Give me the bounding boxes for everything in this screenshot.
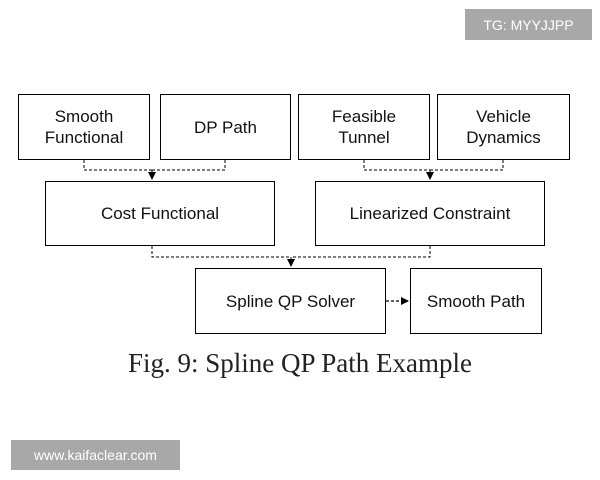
feasible-tunnel-label: Feasible Tunnel	[331, 107, 397, 147]
smooth-functional-label: Smooth Functional	[44, 107, 124, 147]
watermark-top-text: TG: MYYJJPP	[483, 16, 574, 33]
vehicle-dynamics-box: Vehicle Dynamics	[437, 94, 570, 160]
connector-feasible-tunnel	[363, 160, 430, 171]
watermark-bottom: www.kaifaclear.com	[11, 440, 180, 470]
connector-cost-functional	[151, 246, 291, 258]
figure-caption: Fig. 9: Spline QP Path Example	[128, 348, 472, 378]
connector-dp-path	[152, 160, 226, 171]
feasible-tunnel-box: Feasible Tunnel	[298, 94, 430, 160]
dp-path-label: DP Path	[193, 117, 257, 137]
dp-path-box: DP Path	[160, 94, 291, 160]
smooth-path-label: Smooth Path	[426, 291, 526, 311]
linearized-constraint-box: Linearized Constraint	[315, 181, 545, 246]
smooth-functional-box: Smooth Functional	[18, 94, 150, 160]
vehicle-dynamics-label: Vehicle Dynamics	[466, 107, 541, 147]
watermark-top: TG: MYYJJPP	[465, 9, 592, 40]
connector-linearized-constraint	[291, 246, 431, 258]
spline-qp-solver-box: Spline QP Solver	[195, 268, 386, 334]
smooth-path-box: Smooth Path	[410, 268, 542, 334]
cost-functional-label: Cost Functional	[100, 204, 220, 223]
connector-smooth-functional	[83, 160, 152, 171]
cost-functional-box: Cost Functional	[45, 181, 275, 246]
spline-qp-solver-label: Spline QP Solver	[225, 291, 356, 311]
connector-vehicle-dynamics	[430, 160, 504, 171]
linearized-constraint-label: Linearized Constraint	[349, 204, 511, 223]
watermark-bottom-text: www.kaifaclear.com	[34, 447, 157, 463]
